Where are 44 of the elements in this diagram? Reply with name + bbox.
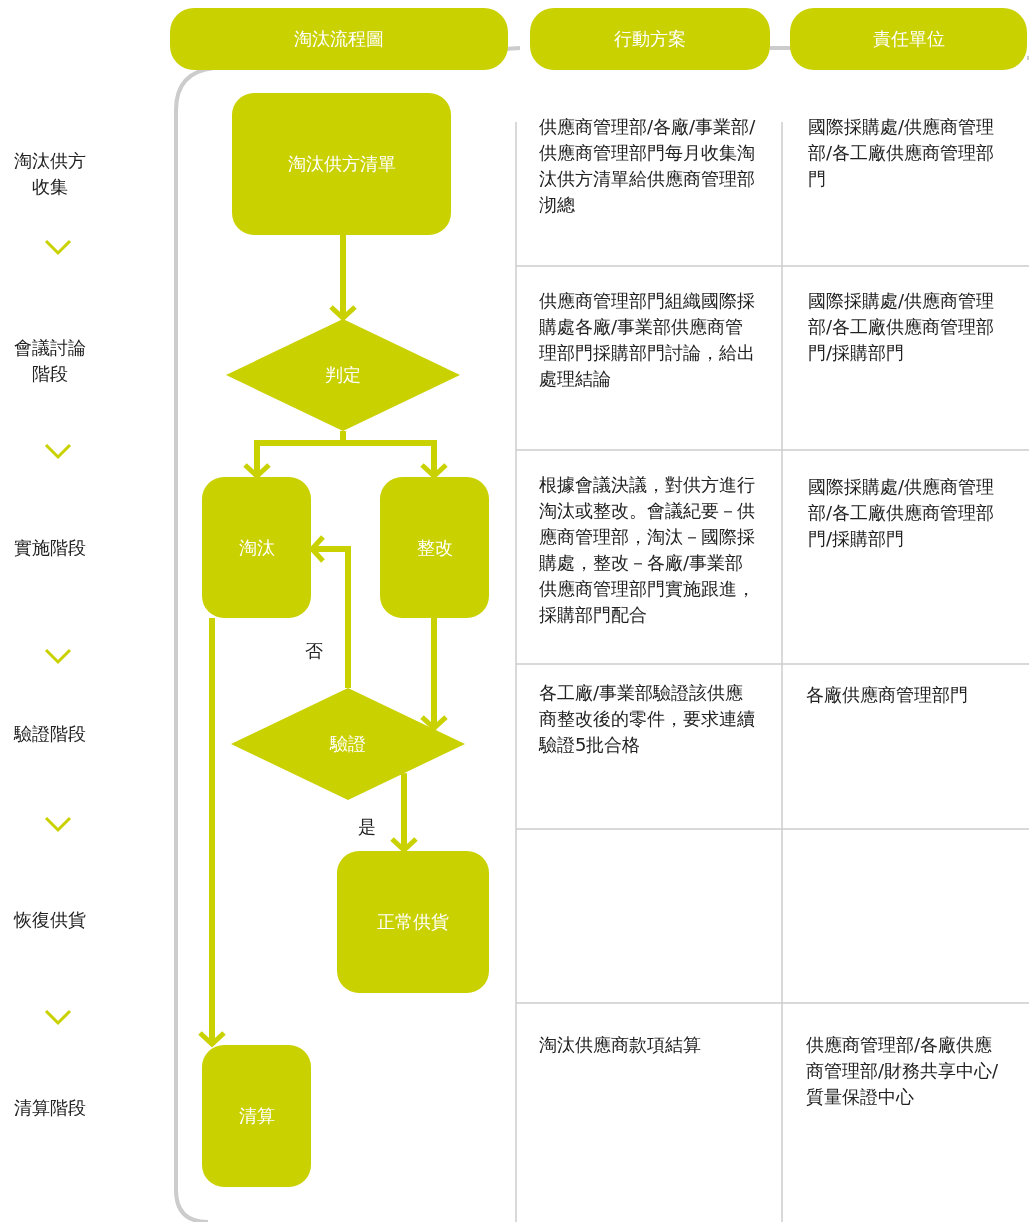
node-text: 責任單位	[872, 27, 945, 51]
node-text: 淘汰供方清單	[287, 152, 396, 176]
table-text: 供應商管理部門組織國際採購處各廠/事業部供應商管理部門採購部門討論，給出處理結論	[539, 289, 756, 391]
table-text: 國際採購處/供應商管理部/各工廠供應商管理部門	[808, 115, 996, 191]
stage-label: 淘汰供方收集	[13, 149, 87, 199]
node-text: 行動方案	[614, 27, 686, 51]
arrow	[328, 235, 358, 321]
node-text: 正常供貨	[377, 910, 449, 934]
edge-label: 否	[303, 640, 325, 662]
decision-diamond	[231, 688, 465, 800]
table-text: 供應商管理部/各廠/事業部/供應商管理部門每月收集淘汰供方清單給供應商管理部沏總	[539, 115, 757, 217]
node-text: 整改	[416, 535, 453, 560]
process-box	[380, 477, 489, 618]
arrow	[309, 534, 351, 688]
stage-label: 驗證階段	[12, 722, 87, 746]
node-text: 驗證	[330, 732, 366, 756]
table-text: 根據會議決議，對供方進行淘汰或整改。會議紀要－供應商管理部，淘汰－國際採購處，整改－各廠/事業部供應商管理部門實施跟進，採購部門配合	[539, 473, 756, 627]
stage-label: 清算階段	[13, 1096, 87, 1120]
stage-label: 恢復供貨	[12, 908, 87, 932]
node-text: 判定	[325, 363, 361, 387]
arrow	[197, 618, 227, 1047]
table-text: 國際採購處/供應商管理部/各工廠供應商管理部門/採購部門	[808, 475, 996, 551]
process-box	[202, 477, 311, 618]
process-box	[337, 851, 489, 993]
table-text: 各廠供應商管理部門	[806, 683, 969, 707]
node-text: 清算	[238, 1104, 275, 1128]
table-text: 供應商管理部/各廠供應商管理部/財務共享中心/質量保證中心	[806, 1033, 1000, 1109]
stage-label: 會議討論階段	[13, 336, 87, 386]
column-header	[170, 8, 508, 70]
column-header	[790, 8, 1027, 70]
node-text: 淘汰流程圖	[294, 27, 384, 51]
table-text: 淘汰供應商款項結算	[539, 1033, 702, 1057]
table-text: 各工廠/事業部驗證該供應商整改後的零件，要求連續驗證5批合格	[539, 681, 756, 757]
column-header	[530, 8, 770, 70]
process-box	[232, 93, 451, 235]
arrow	[389, 773, 419, 853]
table-text: 國際採購處/供應商管理部/各工廠供應商管理部門/採購部門	[808, 289, 996, 365]
arrow	[419, 618, 449, 731]
process-box	[202, 1045, 311, 1187]
edge-label: 是	[356, 816, 378, 838]
decision-diamond	[226, 319, 460, 431]
arrow	[340, 431, 449, 479]
stage-label: 實施階段	[13, 536, 87, 560]
node-text: 淘汰	[238, 535, 275, 560]
